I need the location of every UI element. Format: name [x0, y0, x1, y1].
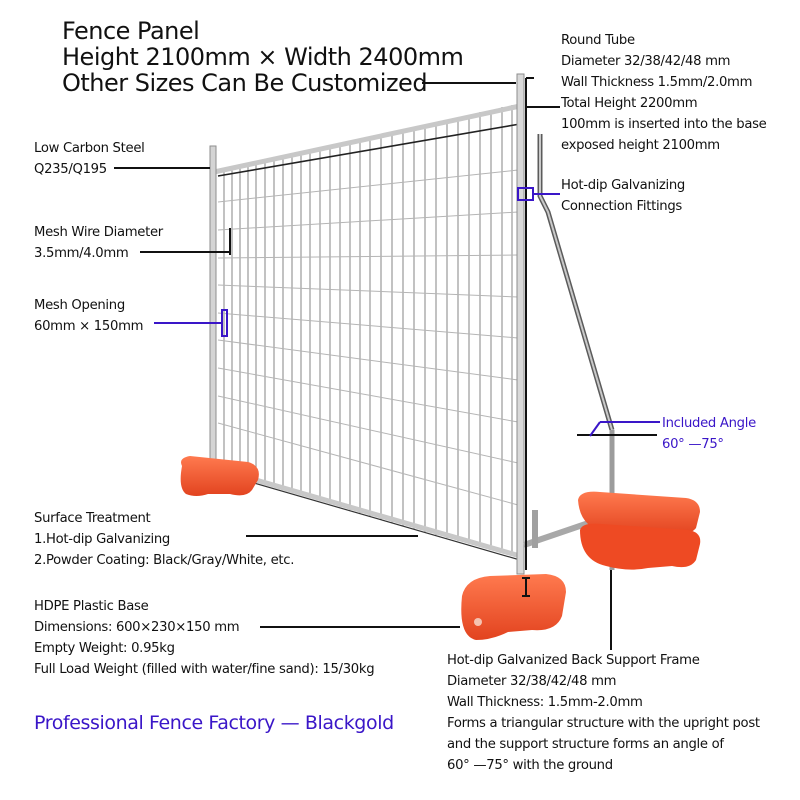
title-line-2: Height 2100mm × Width 2400mm	[62, 43, 464, 71]
label-text: Low Carbon Steel	[34, 141, 145, 156]
label-text: exposed height 2100mm	[561, 138, 720, 153]
brand-footer: Professional Fence Factory — Blackgold	[34, 712, 394, 734]
label-text: 60° —75°	[662, 437, 724, 452]
label-text: 60° —75° with the ground	[447, 758, 613, 773]
label-steel: Low Carbon Steel Q235/Q195	[34, 138, 145, 180]
title-line-3: Other Sizes Can Be Customized	[62, 69, 428, 97]
label-text: Mesh Opening	[34, 298, 125, 313]
label-round-tube: Round Tube Diameter 32/38/42/48 mm Wall …	[561, 30, 767, 156]
label-text: Surface Treatment	[34, 511, 151, 526]
label-text: Diameter 32/38/42/48 mm	[561, 54, 731, 69]
panel-frame	[209, 73, 525, 575]
label-surface-treatment: Surface Treatment 1.Hot-dip Galvanizing …	[34, 508, 294, 571]
label-text: Total Height 2200mm	[561, 96, 698, 111]
label-included-angle: Included Angle 60° —75°	[662, 413, 756, 455]
label-text: 100mm is inserted into the base	[561, 117, 767, 132]
label-hdpe-base: HDPE Plastic Base Dimensions: 600×230×15…	[34, 596, 375, 680]
label-text: Dimensions: 600×230×150 mm	[34, 620, 240, 635]
title-line-1: Fence Panel	[62, 17, 200, 45]
label-text: Connection Fittings	[561, 199, 683, 214]
label-text: 3.5mm/4.0mm	[34, 246, 129, 261]
label-mesh-wire: Mesh Wire Diameter 3.5mm/4.0mm	[34, 222, 163, 264]
accent-leaders	[154, 187, 660, 437]
label-text: Hot-dip Galvanizing	[561, 178, 685, 193]
label-text: Round Tube	[561, 33, 635, 48]
mesh-grid	[223, 105, 513, 556]
label-mesh-opening: Mesh Opening 60mm × 150mm	[34, 295, 143, 337]
label-back-support: Hot-dip Galvanized Back Support Frame Di…	[447, 650, 760, 776]
label-text: Mesh Wire Diameter	[34, 225, 163, 240]
label-text: and the support structure forms an angle…	[447, 737, 724, 752]
label-text: Full Load Weight (filled with water/fine…	[34, 662, 375, 677]
label-text: 2.Powder Coating: Black/Gray/White, etc.	[34, 553, 295, 568]
label-text: HDPE Plastic Base	[34, 599, 149, 614]
label-text: Empty Weight: 0.95kg	[34, 641, 175, 656]
label-text: 1.Hot-dip Galvanizing	[34, 532, 170, 547]
leader-lines	[114, 77, 657, 650]
page-title: Fence Panel Height 2100mm × Width 2400mm…	[62, 17, 464, 97]
label-connection-fittings: Hot-dip Galvanizing Connection Fittings	[561, 175, 685, 217]
plastic-bases	[180, 456, 701, 640]
label-text: Hot-dip Galvanized Back Support Frame	[447, 653, 700, 668]
label-text: Q235/Q195	[34, 162, 107, 177]
label-text: Included Angle	[662, 416, 756, 431]
label-text: Diameter 32/38/42/48 mm	[447, 674, 617, 689]
label-text: Wall Thickness: 1.5mm-2.0mm	[447, 695, 643, 710]
label-text: 60mm × 150mm	[34, 319, 144, 334]
label-text: Wall Thickness 1.5mm/2.0mm	[561, 75, 753, 90]
label-text: Forms a triangular structure with the up…	[447, 716, 760, 731]
